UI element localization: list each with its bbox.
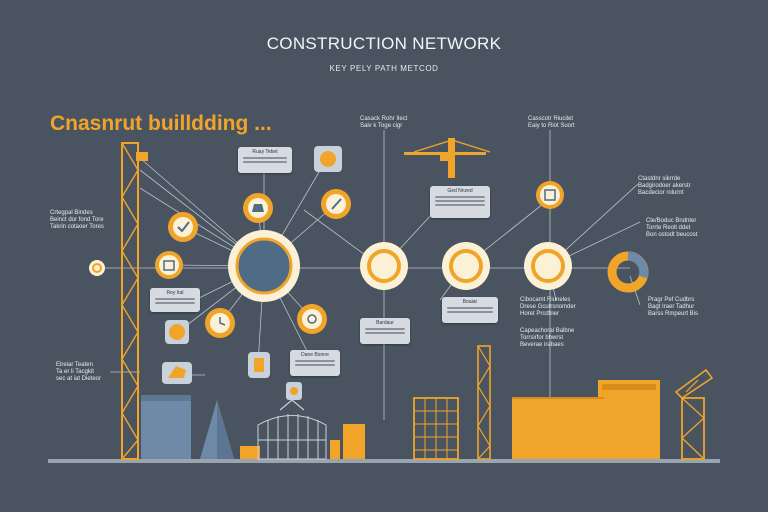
- page-subtitle: KEY PELY PATH METCOD: [329, 64, 439, 73]
- ring-icon: [89, 260, 105, 276]
- crane-right: [674, 368, 714, 460]
- label-top-mid: Casack Rohr Ilect Saiv k Toge cigr: [360, 116, 408, 129]
- ground-line: [48, 459, 720, 463]
- label-left-2: Elreiar Teaten Ta er li Tacgkit sec at i…: [56, 362, 102, 382]
- info-card-title: Rey Ital: [166, 290, 184, 296]
- info-card: Dane Bionre: [290, 350, 340, 376]
- info-card-title: Boaiar: [462, 299, 478, 305]
- info-card-title: Dane Bionre: [301, 352, 329, 358]
- label-mid-1: Cibocamt Riuneles Drese Gcutrsnomder Hor…: [520, 297, 576, 317]
- hub-nodes: [228, 230, 572, 302]
- info-card: Ged Nnzed: [430, 186, 490, 218]
- label-right-3: Pragr Pef Cudbrs Bagt Iraer Tadhur Barss…: [648, 297, 699, 317]
- icon-nodes: [89, 181, 564, 338]
- label-right-2: Cle/Boduc Bndnter Torrte Reolt ddet Bon …: [646, 218, 698, 238]
- info-card-title: Ruay Tebet: [252, 149, 278, 155]
- label-left-1: Crtegpal Bindes Beinct dor fond Tore Tak…: [50, 210, 104, 230]
- info-card: Bardaur: [360, 318, 410, 344]
- building-under-construction: [413, 397, 459, 460]
- crane-mast-right: [477, 345, 491, 460]
- donut-chart-icon: [607, 251, 649, 293]
- tower-crane-left: [121, 142, 148, 460]
- info-card: Rey Ital: [150, 288, 200, 312]
- label-top-right: Casscotr Riucilet Eaiy to Riot Suort: [528, 116, 575, 129]
- label-mid-2: Capeachoral Balbne Torrsirfor bhwrst Bev…: [520, 328, 575, 348]
- info-card-title: Bardaur: [376, 320, 394, 326]
- pyramid-building: [200, 400, 234, 459]
- small-crates: [240, 424, 365, 459]
- info-card: Ruay Tebet: [238, 147, 292, 173]
- glass-dome-structure: [257, 399, 327, 460]
- label-right-1: Ctastdnr sikrrde Badgirodoer akerstr Bac…: [638, 176, 691, 196]
- crane-jib-top: [404, 138, 491, 178]
- orange-factory-building: [512, 380, 660, 459]
- info-card: Boaiar: [442, 297, 498, 323]
- office-building-blue: [141, 395, 191, 459]
- page-title: CONSTRUCTION NETWORK: [266, 34, 502, 53]
- headline: Cnasnrut builldding ...: [50, 112, 272, 135]
- info-card-title: Ged Nnzed: [447, 188, 473, 194]
- tile-icons: [162, 146, 342, 400]
